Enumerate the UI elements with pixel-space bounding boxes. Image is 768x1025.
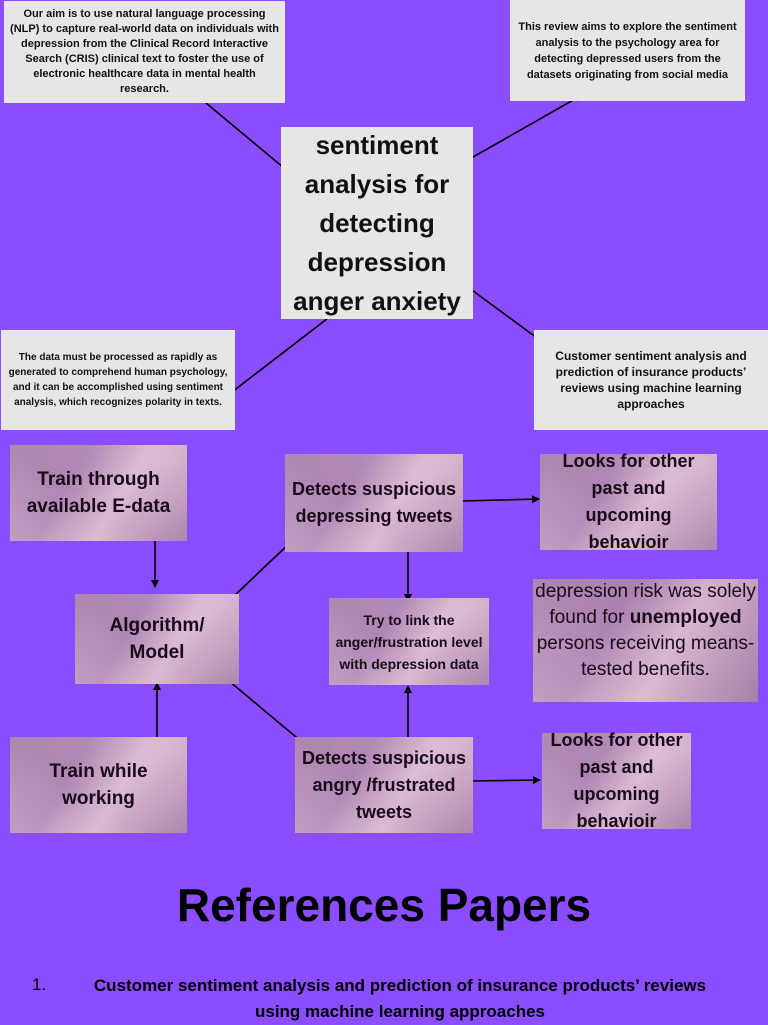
node-angry-tweets: Detects suspicious angry /frustrated twe…	[295, 737, 473, 833]
note-review-aim: This review aims to explore the sentimen…	[510, 0, 745, 101]
reference-number: 1.	[32, 975, 47, 994]
note-customer-sentiment-text: Customer sentiment analysis and predicti…	[555, 349, 747, 411]
risk-text-part2: persons receiving means-tested benefits.	[536, 633, 755, 680]
node-train-working-text: Train while working	[49, 761, 148, 809]
reference-item: Customer sentiment analysis and predicti…	[93, 976, 707, 1021]
node-train-working: Train while working	[10, 737, 187, 833]
node-train-data-text: Train through available E-data	[26, 469, 171, 517]
node-link-anger-text: Try to link the anger/frustration level …	[335, 611, 483, 672]
arrow-angry-to-looks-bottom	[472, 776, 541, 785]
node-depressing-tweets-text: Detects suspicious depressing tweets	[291, 479, 457, 526]
node-looks-bottom-text: Looks for other past and upcoming behavi…	[550, 730, 683, 831]
node-looks-bottom: Looks for other past and upcoming behavi…	[542, 730, 691, 831]
arrow-algorithm-to-angry	[228, 680, 309, 748]
note-data-processing-text: The data must be processed as rapidly as…	[8, 352, 228, 408]
note-nlp-aim-text: Our aim is to use natural language proce…	[10, 8, 279, 95]
node-train-data: Train through available E-data	[10, 445, 187, 541]
arrow-algorithm-to-depressing	[233, 540, 293, 597]
central-topic: sentiment analysis for detecting depress…	[281, 127, 473, 319]
node-algorithm-text: Algorithm/ Model	[109, 615, 205, 663]
node-looks-top: Looks for other past and upcoming behavi…	[540, 451, 717, 552]
references-title: References Papers	[176, 879, 592, 931]
node-link-anger: Try to link the anger/frustration level …	[329, 598, 489, 685]
note-review-aim-text: This review aims to explore the sentimen…	[518, 20, 737, 81]
note-customer-sentiment: Customer sentiment analysis and predicti…	[534, 330, 768, 430]
arrow-depressing-to-looks-top	[462, 495, 540, 504]
note-depression-risk: depression risk was solely found for une…	[533, 579, 758, 702]
central-topic-text: sentiment analysis for detecting depress…	[293, 129, 461, 316]
note-nlp-aim: Our aim is to use natural language proce…	[4, 1, 285, 103]
arrow-title-to-bottom-left	[218, 304, 346, 403]
risk-text-bold: unemployed	[629, 607, 742, 628]
risk-text-part1: depression risk was solely found for	[535, 581, 756, 628]
node-algorithm: Algorithm/ Model	[75, 594, 239, 684]
node-angry-tweets-text: Detects suspicious angry /frustrated twe…	[301, 747, 467, 822]
node-depressing-tweets: Detects suspicious depressing tweets	[285, 454, 463, 552]
node-looks-top-text: Looks for other past and upcoming behavi…	[562, 451, 695, 552]
note-data-processing: The data must be processed as rapidly as…	[1, 330, 235, 430]
